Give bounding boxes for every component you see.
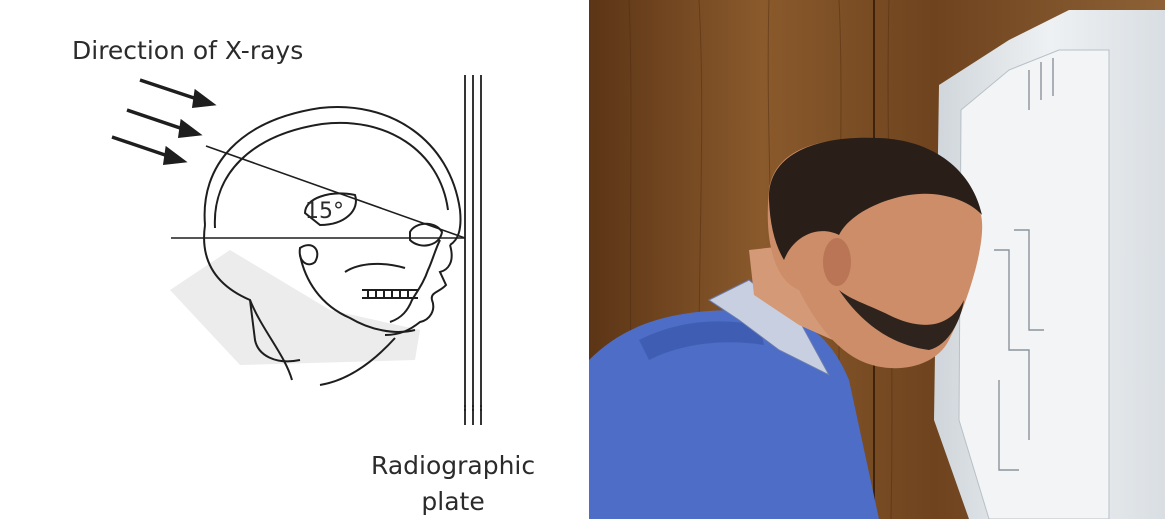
xray-arrows [112,80,212,163]
plate-label: Radiographic plate [371,448,535,520]
patient-photo [589,0,1165,519]
direction-label: Direction of X-rays [72,36,303,65]
angle-label: 15° [305,199,344,224]
patient-ear [823,238,851,286]
plate-label-line2: plate [371,484,535,520]
neck-shadow [170,250,420,365]
skull-diagram-panel: Direction of X-rays 15° Radiographic pla… [0,0,583,519]
skull-diagram [0,0,583,519]
plate-label-line1: Radiographic [371,448,535,484]
radiographic-plate [465,75,481,425]
patient-photo-panel [589,0,1165,519]
